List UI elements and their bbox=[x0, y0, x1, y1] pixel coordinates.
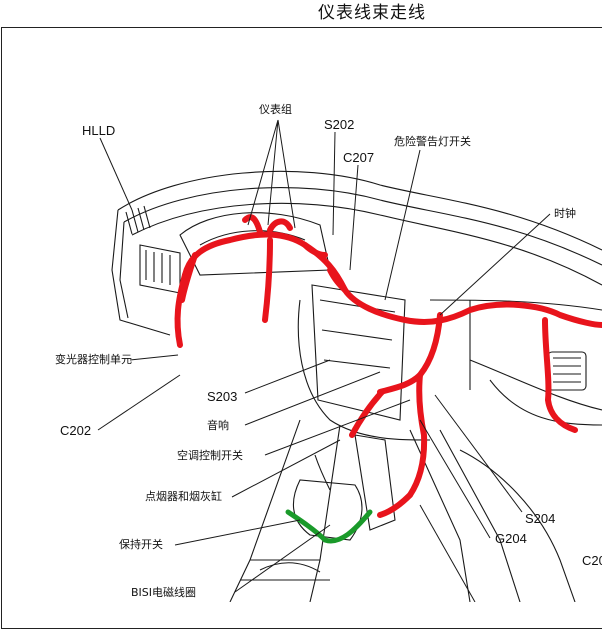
label-hazard-switch: 危险警告灯开关 bbox=[394, 135, 471, 148]
label-audio: 音响 bbox=[207, 419, 229, 432]
label-c207: C207 bbox=[343, 150, 375, 165]
dashboard-outline bbox=[111, 170, 602, 602]
instrument-harness bbox=[174, 214, 602, 518]
label-s204: S204 bbox=[525, 511, 556, 526]
label-instrument-cluster: 仪表组 bbox=[259, 103, 292, 116]
label-g204: G204 bbox=[495, 531, 527, 546]
label-dimmer-control-unit: 变光器控制单元 bbox=[55, 353, 132, 366]
bisi-harness bbox=[285, 509, 373, 544]
diagram-title: 仪表线束走线 bbox=[318, 3, 426, 23]
label-hold-switch: 保持开关 bbox=[119, 538, 163, 551]
label-clock: 时钟 bbox=[554, 207, 576, 220]
label-hlld: HLLD bbox=[82, 123, 116, 138]
label-bisi-solenoid: BISI电磁线圈 bbox=[131, 586, 197, 599]
label-s203: S203 bbox=[207, 389, 238, 404]
label-s202: S202 bbox=[324, 117, 355, 132]
label-c20-partial: C20 bbox=[582, 553, 602, 568]
label-c202: C202 bbox=[60, 423, 92, 438]
label-lighter-ashtray: 点烟器和烟灰缸 bbox=[145, 490, 222, 503]
dashboard-illustration bbox=[97, 119, 602, 602]
leader-lines bbox=[97, 119, 551, 602]
label-ac-control-switch: 空调控制开关 bbox=[177, 449, 243, 462]
